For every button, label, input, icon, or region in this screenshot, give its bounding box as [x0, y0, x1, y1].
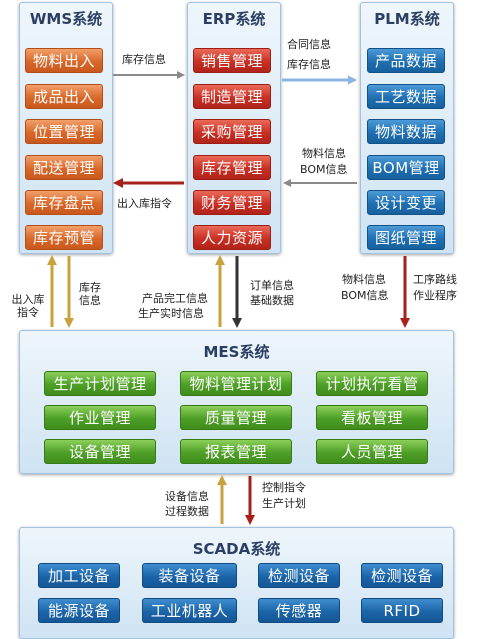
plm-item-design-change[interactable]: 设计变更: [367, 190, 445, 215]
label-mes-to-wms-1: 出入库: [11, 293, 45, 306]
erp-item-manufacturing[interactable]: 制造管理: [193, 84, 271, 109]
label-plm-to-mes-2: BOM信息: [341, 289, 389, 302]
plm-item-drawings[interactable]: 图纸管理: [367, 225, 445, 250]
label-plm-to-mes-3: 工序路线: [413, 273, 457, 286]
erp-item-hr[interactable]: 人力资源: [193, 225, 271, 250]
scada-item-robot[interactable]: 工业机器人: [142, 598, 237, 623]
erp-item-sales[interactable]: 销售管理: [193, 48, 271, 73]
label-plm-to-mes-4: 作业程序: [413, 289, 457, 302]
plm-item-product-data[interactable]: 产品数据: [367, 48, 445, 73]
label-wms-to-erp: 库存信息: [122, 53, 166, 66]
label-scada-to-mes-2: 过程数据: [165, 505, 209, 518]
plm-title: PLM系统: [374, 10, 440, 28]
erp-item-finance[interactable]: 财务管理: [193, 190, 271, 215]
erp-item-purchasing[interactable]: 采购管理: [193, 119, 271, 144]
mes-title: MES系统: [203, 343, 270, 361]
mes-item-kanban[interactable]: 看板管理: [316, 405, 428, 430]
label-plm-to-erp-2: BOM信息: [300, 163, 348, 176]
wms-item-product-io[interactable]: 成品出入: [25, 84, 103, 109]
mes-item-reports[interactable]: 报表管理: [180, 439, 292, 464]
mes-item-personnel[interactable]: 人员管理: [316, 439, 428, 464]
scada-item-sensor[interactable]: 传感器: [258, 598, 340, 623]
label-erp-to-plm-2: 库存信息: [287, 58, 331, 71]
mes-item-production-plan[interactable]: 生产计划管理: [44, 371, 156, 396]
label-erp-to-mes-1: 订单信息: [250, 279, 294, 292]
wms-item-location[interactable]: 位置管理: [25, 119, 103, 144]
scada-item-inspection-2[interactable]: 检测设备: [361, 563, 443, 588]
label-plm-to-mes-1: 物料信息: [342, 273, 386, 286]
label-erp-to-mes-2: 基础数据: [250, 294, 294, 307]
mes-item-quality[interactable]: 质量管理: [180, 405, 292, 430]
scada-item-energy[interactable]: 能源设备: [38, 598, 120, 623]
erp-item-inventory[interactable]: 库存管理: [193, 155, 271, 180]
wms-item-delivery[interactable]: 配送管理: [25, 155, 103, 180]
label-wms-to-mes-2: 信息: [79, 294, 101, 307]
scada-item-machining[interactable]: 加工设备: [38, 563, 120, 588]
mes-item-material-plan[interactable]: 物料管理计划: [180, 371, 292, 396]
scada-item-inspection-1[interactable]: 检测设备: [258, 563, 340, 588]
label-scada-to-mes-1: 设备信息: [165, 490, 209, 503]
plm-item-material-data[interactable]: 物料数据: [367, 119, 445, 144]
label-mes-to-scada-1: 控制指令: [262, 481, 306, 494]
erp-title: ERP系统: [202, 10, 266, 28]
label-mes-to-scada-2: 生产计划: [262, 497, 306, 510]
wms-title: WMS系统: [29, 10, 103, 28]
label-wms-to-mes-1: 库存: [79, 281, 101, 294]
label-mes-to-erp-1: 产品完工信息: [142, 292, 208, 305]
mes-item-equipment[interactable]: 设备管理: [44, 439, 156, 464]
label-erp-to-wms: 出入库指令: [117, 197, 172, 210]
wms-item-stocktake[interactable]: 库存盘点: [25, 190, 103, 215]
label-mes-to-wms-2: 指令: [17, 306, 39, 319]
plm-item-bom[interactable]: BOM管理: [367, 155, 445, 180]
mes-item-execution-monitor[interactable]: 计划执行看管: [316, 371, 428, 396]
wms-item-material-io[interactable]: 物料出入: [25, 48, 103, 73]
plm-item-process-data[interactable]: 工艺数据: [367, 84, 445, 109]
scada-item-rfid[interactable]: RFID: [361, 598, 443, 623]
wms-item-stock-alert[interactable]: 库存预管: [25, 225, 103, 250]
label-plm-to-erp-1: 物料信息: [302, 147, 346, 160]
scada-title: SCADA系统: [192, 540, 281, 558]
mes-item-job-management[interactable]: 作业管理: [44, 405, 156, 430]
flow-arrows: [47, 71, 410, 525]
label-mes-to-erp-2: 生产实时信息: [138, 307, 204, 320]
label-erp-to-plm-1: 合同信息: [287, 38, 331, 51]
scada-item-assembly[interactable]: 装备设备: [142, 563, 237, 588]
